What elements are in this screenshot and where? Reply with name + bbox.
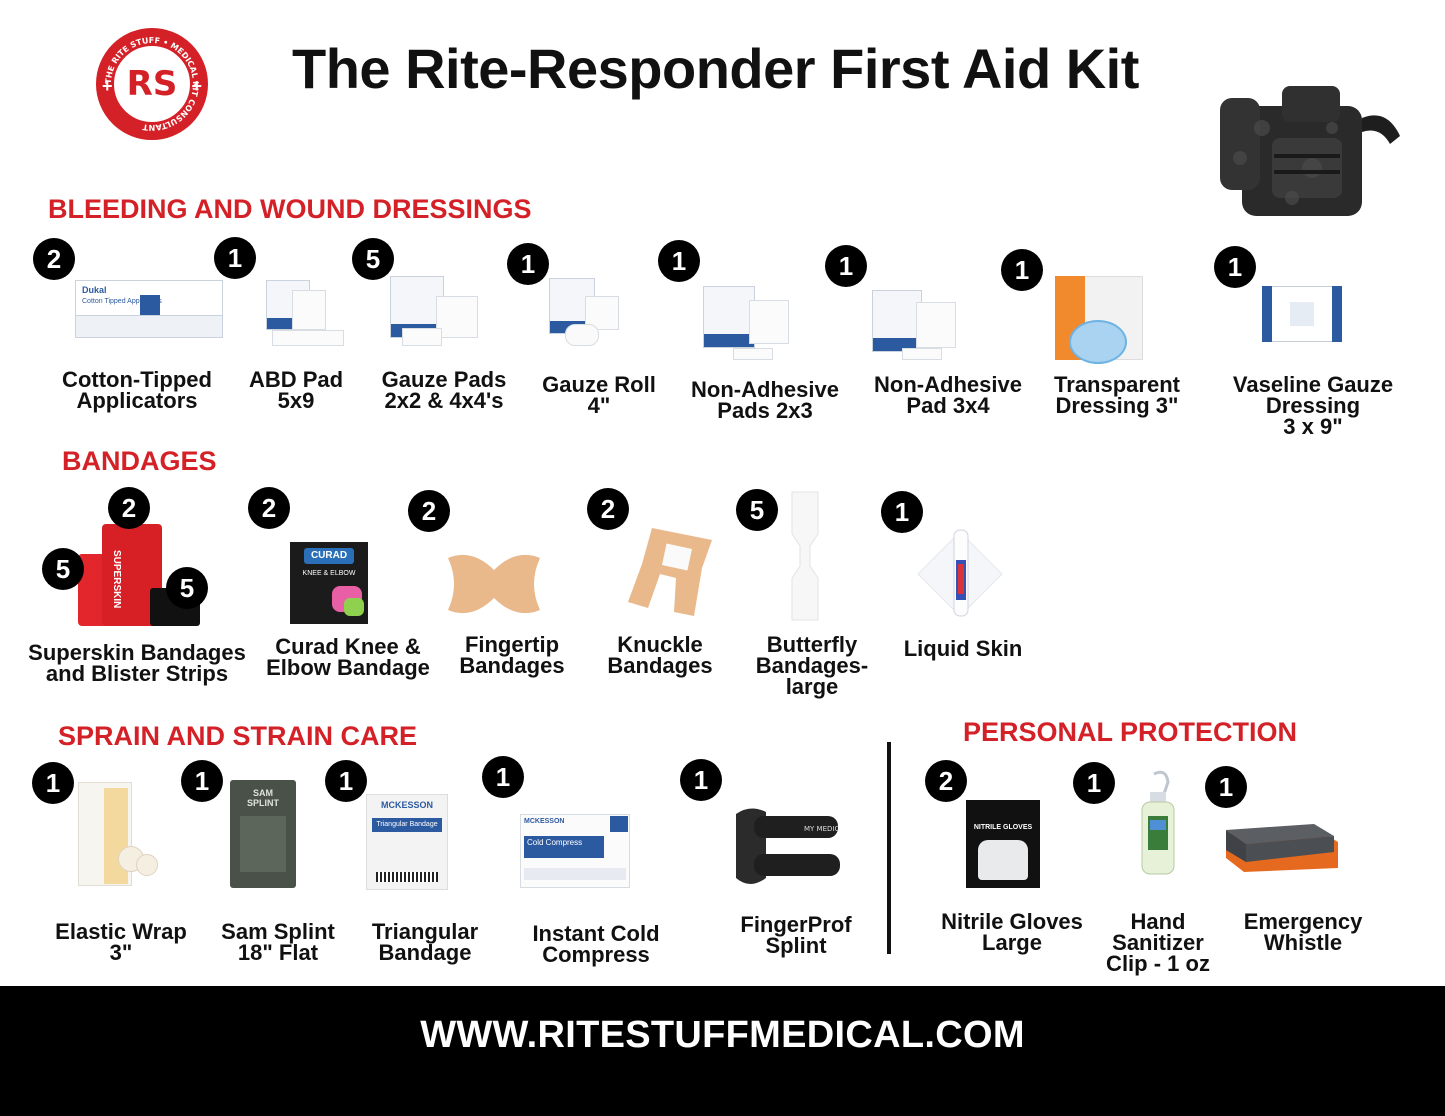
butterfly-bandage-image <box>791 491 819 621</box>
footer-bar: WWW.RITESTUFFMEDICAL.COM <box>0 986 1445 1116</box>
quantity-badge: 1 <box>1073 762 1115 804</box>
quantity-badge: 2 <box>925 760 967 802</box>
liquid-skin-image <box>917 529 1003 617</box>
quantity-badge: 1 <box>507 243 549 285</box>
abd-pad-image <box>262 280 346 348</box>
triangular-bandage-image: MCKESSON Triangular Bandage <box>366 794 450 892</box>
knuckle-bandage-image <box>628 528 712 616</box>
website-link[interactable]: WWW.RITESTUFFMEDICAL.COM <box>420 1014 1025 1056</box>
item-label: Liquid Skin <box>903 636 1023 661</box>
vaseline-gauze-image <box>1262 286 1342 346</box>
quantity-badge: 1 <box>32 762 74 804</box>
quantity-badge: 2 <box>587 488 629 530</box>
non-adhesive-pads-image <box>703 284 797 364</box>
quantity-badge: 5 <box>42 548 84 590</box>
quantity-badge: 2 <box>408 490 450 532</box>
svg-text:MY MEDIC: MY MEDIC <box>804 825 839 833</box>
quantity-badge: 2 <box>33 238 75 280</box>
quantity-badge: 1 <box>482 756 524 798</box>
quantity-badge: 1 <box>680 759 722 801</box>
non-adhesive-pad-image <box>872 288 964 364</box>
page-title: The Rite-Responder First Aid Kit <box>292 37 1139 100</box>
section-bandages: BANDAGES <box>62 446 217 476</box>
quantity-badge: 1 <box>1214 246 1256 288</box>
fingertip-bandage-image <box>448 554 540 614</box>
quantity-badge: 1 <box>325 760 367 802</box>
logo-mark: RS <box>126 64 178 104</box>
quantity-badge: 5 <box>736 489 778 531</box>
curad-bandage-image: CURAD KNEE & ELBOW <box>290 542 368 624</box>
nitrile-gloves-image: NITRILE GLOVES <box>966 800 1042 890</box>
section-bleeding: BLEEDING AND WOUND DRESSINGS <box>48 194 532 224</box>
hand-sanitizer-image <box>1141 770 1175 875</box>
emergency-whistle-image <box>1226 824 1338 872</box>
gauze-roll-image <box>545 278 629 348</box>
quantity-badge: 1 <box>1205 766 1247 808</box>
gauze-pads-image <box>390 272 490 348</box>
quantity-badge: 5 <box>352 238 394 280</box>
sam-splint-image: SAM SPLINT <box>230 780 296 890</box>
item-label: Curad Knee &Elbow Bandage <box>266 634 430 680</box>
transparent-dressing-image <box>1055 268 1147 372</box>
quantity-badge: 1 <box>825 245 867 287</box>
quantity-badge: 1 <box>1001 249 1043 291</box>
section-divider <box>887 742 891 954</box>
rite-stuff-logo: THE RITE STUFF • MEDICAL KIT CONSULTANT … <box>96 28 208 140</box>
elastic-wrap-image <box>74 782 164 890</box>
section-sprain: SPRAIN AND STRAIN CARE <box>58 721 418 751</box>
cold-compress-image: MCKESSON Cold Compress <box>520 814 632 890</box>
cotton-applicators-image: Dukal Cotton Tipped Applicators <box>75 280 223 338</box>
quantity-badge: 1 <box>214 237 256 279</box>
quantity-badge: 2 <box>108 487 150 529</box>
quantity-badge: 1 <box>181 760 223 802</box>
quantity-badge: 5 <box>166 567 208 609</box>
quantity-badge: 2 <box>248 487 290 529</box>
quantity-badge: 1 <box>658 240 700 282</box>
section-protection: PERSONAL PROTECTION <box>963 717 1298 747</box>
first-aid-bag-image <box>1220 86 1400 216</box>
finger-splint-image: MY MEDIC <box>736 808 840 884</box>
quantity-badge: 1 <box>881 491 923 533</box>
